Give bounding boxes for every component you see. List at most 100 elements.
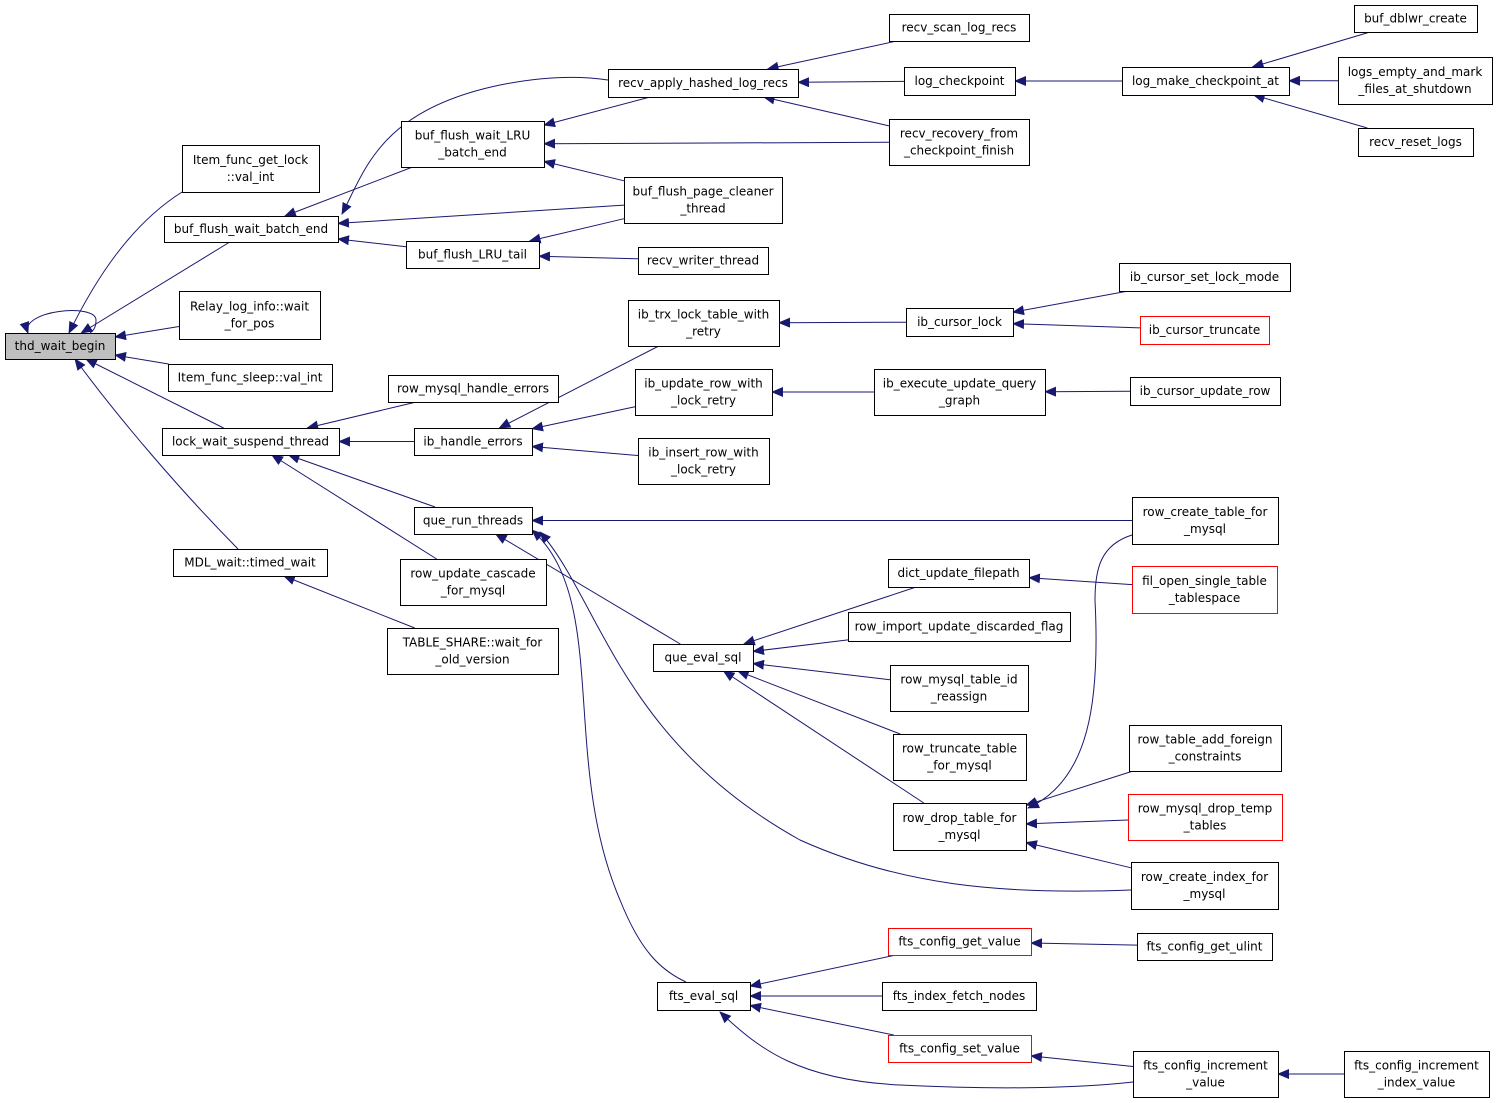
node-buf-flush-wait-lru-batch-end[interactable]: buf_flush_wait_LRU_batch_end: [401, 121, 545, 168]
node-row-create-table-for-mysql[interactable]: row_create_table_for_mysql: [1132, 497, 1279, 545]
node-box[interactable]: [889, 119, 1030, 166]
node-que-eval-sql[interactable]: que_eval_sql: [653, 644, 754, 672]
node-ib-cursor-update-row[interactable]: ib_cursor_update_row: [1130, 377, 1281, 406]
node-box[interactable]: [888, 559, 1030, 588]
node-row-mysql-table-id-reassign[interactable]: row_mysql_table_id_reassign: [890, 665, 1029, 712]
node-box[interactable]: [848, 612, 1071, 642]
node-box[interactable]: [1122, 67, 1290, 96]
node-box[interactable]: [1131, 862, 1279, 910]
node-ib-cursor-truncate[interactable]: ib_cursor_truncate: [1140, 316, 1270, 345]
node-box[interactable]: [1140, 316, 1270, 345]
node-box[interactable]: [657, 982, 751, 1011]
node-fts-config-increment-value[interactable]: fts_config_increment_value: [1133, 1051, 1279, 1098]
node-buf-flush-page-cleaner-thread[interactable]: buf_flush_page_cleaner_thread: [624, 177, 783, 224]
node-item-func-sleep[interactable]: Item_func_sleep::val_int: [168, 364, 333, 392]
node-recv-recovery-from-checkpoint-finish[interactable]: recv_recovery_from_checkpoint_finish: [889, 119, 1030, 166]
node-box[interactable]: [874, 369, 1046, 416]
node-box[interactable]: [1129, 725, 1282, 772]
node-box[interactable]: [628, 300, 780, 347]
node-ib-cursor-set-lock-mode[interactable]: ib_cursor_set_lock_mode: [1119, 263, 1291, 292]
node-box[interactable]: [162, 428, 340, 456]
node-box[interactable]: [889, 14, 1030, 42]
node-box[interactable]: [624, 177, 783, 224]
node-box[interactable]: [182, 145, 320, 193]
node-ib-update-row-with-lock-retry[interactable]: ib_update_row_with_lock_retry: [635, 369, 773, 416]
node-box[interactable]: [406, 241, 540, 269]
node-table-share-wait-for-old-version[interactable]: TABLE_SHARE::wait_for_old_version: [387, 628, 559, 675]
node-recv-scan-log-recs[interactable]: recv_scan_log_recs: [889, 14, 1030, 42]
node-buf-flush-wait-batch-end[interactable]: buf_flush_wait_batch_end: [164, 216, 339, 243]
node-box[interactable]: [1132, 566, 1278, 614]
node-lock-wait-suspend-thread[interactable]: lock_wait_suspend_thread: [162, 428, 340, 456]
node-box[interactable]: [1358, 128, 1474, 157]
node-fts-config-set-value[interactable]: fts_config_set_value: [888, 1035, 1032, 1063]
node-box[interactable]: [888, 928, 1032, 956]
node-box[interactable]: [893, 734, 1027, 781]
node-ib-trx-lock-table-with-retry[interactable]: ib_trx_lock_table_with_retry: [628, 300, 780, 347]
node-row-drop-table-for-mysql[interactable]: row_drop_table_for_mysql: [893, 803, 1027, 851]
node-buf-flush-lru-tail[interactable]: buf_flush_LRU_tail: [406, 241, 540, 269]
node-fts-index-fetch-nodes[interactable]: fts_index_fetch_nodes: [882, 982, 1037, 1011]
node-box[interactable]: [179, 291, 321, 340]
node-box[interactable]: [1133, 1051, 1279, 1098]
node-row-mysql-drop-temp-tables[interactable]: row_mysql_drop_temp_tables: [1128, 794, 1283, 841]
node-box[interactable]: [173, 549, 328, 577]
node-box[interactable]: [608, 69, 799, 98]
node-que-run-threads[interactable]: que_run_threads: [414, 507, 533, 535]
node-box[interactable]: [888, 1035, 1032, 1063]
node-box[interactable]: [1344, 1051, 1490, 1098]
node-row-truncate-table-for-mysql[interactable]: row_truncate_table_for_mysql: [893, 734, 1027, 781]
node-dict-update-filepath[interactable]: dict_update_filepath: [888, 559, 1030, 588]
node-fil-open-single-table-tablespace[interactable]: fil_open_single_table_tablespace: [1132, 566, 1278, 614]
node-row-import-update-discarded-flag[interactable]: row_import_update_discarded_flag: [848, 612, 1071, 642]
node-box[interactable]: [1338, 57, 1493, 105]
node-box[interactable]: [906, 308, 1014, 337]
node-box[interactable]: [890, 665, 1029, 712]
node-box[interactable]: [388, 375, 559, 403]
node-log-make-checkpoint-at[interactable]: log_make_checkpoint_at: [1122, 67, 1290, 96]
node-thd-wait-begin[interactable]: thd_wait_begin: [5, 333, 116, 360]
node-row-table-add-foreign-constraints[interactable]: row_table_add_foreign_constraints: [1129, 725, 1282, 772]
node-ib-insert-row-with-lock-retry[interactable]: ib_insert_row_with_lock_retry: [638, 438, 770, 485]
node-box[interactable]: [401, 121, 545, 168]
node-row-create-index-for-mysql[interactable]: row_create_index_for_mysql: [1131, 862, 1279, 910]
node-box[interactable]: [1119, 263, 1291, 292]
node-box[interactable]: [638, 247, 769, 275]
node-box[interactable]: [414, 428, 533, 456]
node-item-func-get-lock[interactable]: Item_func_get_lock::val_int: [182, 145, 320, 193]
node-box[interactable]: [164, 216, 339, 243]
node-box[interactable]: [635, 369, 773, 416]
node-box[interactable]: [893, 803, 1027, 851]
node-relay-log-info-wait[interactable]: Relay_log_info::wait_for_pos: [179, 291, 321, 340]
node-box[interactable]: [1137, 933, 1273, 961]
node-row-update-cascade-for-mysql[interactable]: row_update_cascade_for_mysql: [400, 559, 547, 606]
node-row-mysql-handle-errors[interactable]: row_mysql_handle_errors: [388, 375, 559, 403]
node-fts-config-get-ulint[interactable]: fts_config_get_ulint: [1137, 933, 1273, 961]
node-box[interactable]: [653, 644, 754, 672]
node-logs-empty-and-mark-files-at-shutdown[interactable]: logs_empty_and_mark_files_at_shutdown: [1338, 57, 1493, 105]
node-box[interactable]: [400, 559, 547, 606]
node-fts-config-increment-index-value[interactable]: fts_config_increment_index_value: [1344, 1051, 1490, 1098]
node-box[interactable]: [414, 507, 533, 535]
node-recv-reset-logs[interactable]: recv_reset_logs: [1358, 128, 1474, 157]
node-box[interactable]: [387, 628, 559, 675]
node-box[interactable]: [882, 982, 1037, 1011]
node-ib-execute-update-query-graph[interactable]: ib_execute_update_query_graph: [874, 369, 1046, 416]
node-buf-dblwr-create[interactable]: buf_dblwr_create: [1354, 5, 1478, 33]
node-mdl-wait-timed-wait[interactable]: MDL_wait::timed_wait: [173, 549, 328, 577]
node-fts-config-get-value[interactable]: fts_config_get_value: [888, 928, 1032, 956]
node-fts-eval-sql[interactable]: fts_eval_sql: [657, 982, 751, 1011]
node-ib-cursor-lock[interactable]: ib_cursor_lock: [906, 308, 1014, 337]
node-log-checkpoint[interactable]: log_checkpoint: [904, 67, 1016, 96]
node-box[interactable]: [1128, 794, 1283, 841]
node-ib-handle-errors[interactable]: ib_handle_errors: [414, 428, 533, 456]
node-box[interactable]: [168, 364, 333, 392]
node-recv-writer-thread[interactable]: recv_writer_thread: [638, 247, 769, 275]
node-box[interactable]: [1132, 497, 1279, 545]
node-recv-apply-hashed-log-recs[interactable]: recv_apply_hashed_log_recs: [608, 69, 799, 98]
node-box[interactable]: [1130, 377, 1281, 406]
node-box[interactable]: [638, 438, 770, 485]
node-box[interactable]: [1354, 5, 1478, 33]
node-box[interactable]: [904, 67, 1016, 96]
node-box[interactable]: [5, 333, 116, 360]
